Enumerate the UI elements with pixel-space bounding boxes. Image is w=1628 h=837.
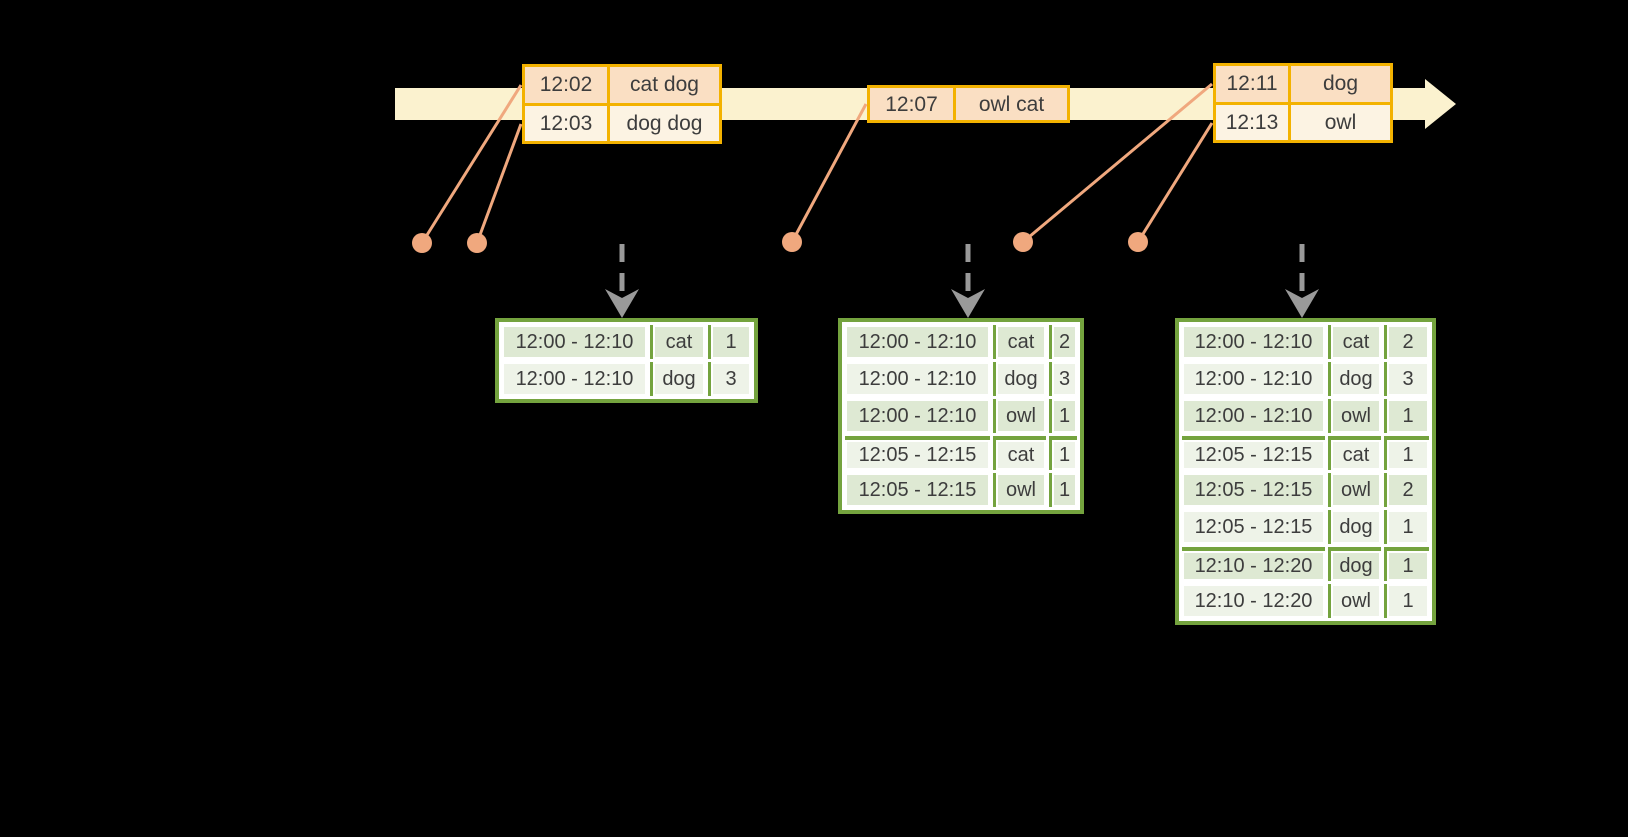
cell-window: 12:10 - 12:20 <box>1182 547 1325 581</box>
event-marker-dot <box>412 233 432 253</box>
event-marker-dot <box>1128 232 1148 252</box>
cell-window: 12:00 - 12:10 <box>1182 399 1325 433</box>
cell-count: 1 <box>1049 436 1077 470</box>
cell-word: cat <box>1328 325 1381 359</box>
trigger-arrowhead-icon <box>1285 289 1319 318</box>
cell-word: cat <box>993 325 1046 359</box>
cell-window: 12:00 - 12:10 <box>845 399 990 433</box>
cell-window: 12:05 - 12:15 <box>1182 510 1325 544</box>
event-words: dog dog <box>610 105 719 141</box>
cell-word: owl <box>1328 399 1381 433</box>
timeline-arrowhead-icon <box>1425 79 1456 129</box>
cell-word: cat <box>650 325 705 359</box>
event-box-2: 12:07 owl cat <box>867 85 1070 123</box>
cell-word: owl <box>1328 473 1381 507</box>
event-connector-line <box>1136 122 1214 243</box>
cell-count: 1 <box>1384 436 1429 470</box>
cell-window: 12:00 - 12:10 <box>1182 325 1325 359</box>
cell-count: 1 <box>1384 399 1429 433</box>
event-words: dog <box>1291 66 1390 102</box>
cell-window: 12:00 - 12:10 <box>1182 362 1325 396</box>
trigger-arrowhead-icon <box>605 289 639 318</box>
cell-count: 1 <box>1049 399 1077 433</box>
cell-window: 12:00 - 12:10 <box>845 325 990 359</box>
cell-window: 12:05 - 12:15 <box>1182 473 1325 507</box>
cell-window: 12:05 - 12:15 <box>1182 436 1325 470</box>
event-words: owl cat <box>956 88 1067 120</box>
cell-count: 1 <box>1384 584 1429 618</box>
cell-window: 12:05 - 12:15 <box>845 473 990 507</box>
cell-window: 12:00 - 12:10 <box>502 362 647 396</box>
event-time: 12:07 <box>870 88 953 120</box>
cell-word: owl <box>993 399 1046 433</box>
cell-word: cat <box>993 436 1046 470</box>
cell-word: dog <box>650 362 705 396</box>
cell-window: 12:10 - 12:20 <box>1182 584 1325 618</box>
cell-count: 3 <box>1049 362 1077 396</box>
event-box-3: 12:11 dog 12:13 owl <box>1213 63 1393 143</box>
event-time: 12:13 <box>1216 104 1288 140</box>
cell-window: 12:05 - 12:15 <box>845 436 990 470</box>
event-connector-line <box>475 123 523 244</box>
cell-count: 2 <box>1049 325 1077 359</box>
event-marker-dot <box>782 232 802 252</box>
cell-count: 1 <box>1049 473 1077 507</box>
event-connector-line <box>790 103 868 243</box>
cell-window: 12:00 - 12:10 <box>845 362 990 396</box>
cell-word: dog <box>993 362 1046 396</box>
cell-word: dog <box>1328 547 1381 581</box>
event-words: cat dog <box>610 67 719 103</box>
cell-count: 3 <box>708 362 751 396</box>
cell-word: owl <box>993 473 1046 507</box>
event-time: 12:02 <box>525 67 607 103</box>
cell-count: 1 <box>1384 510 1429 544</box>
cell-count: 1 <box>1384 547 1429 581</box>
cell-count: 1 <box>708 325 751 359</box>
event-time: 12:03 <box>525 105 607 141</box>
cell-count: 2 <box>1384 325 1429 359</box>
event-marker-dot <box>467 233 487 253</box>
cell-word: dog <box>1328 510 1381 544</box>
cell-word: cat <box>1328 436 1381 470</box>
cell-window: 12:00 - 12:10 <box>502 325 647 359</box>
cell-count: 3 <box>1384 362 1429 396</box>
event-box-1: 12:02 cat dog 12:03 dog dog <box>522 64 722 144</box>
cell-word: owl <box>1328 584 1381 618</box>
cell-count: 2 <box>1384 473 1429 507</box>
event-time: 12:11 <box>1216 66 1288 102</box>
event-marker-dot <box>1013 232 1033 252</box>
event-words: owl <box>1291 104 1390 140</box>
cell-word: dog <box>1328 362 1381 396</box>
trigger-arrowhead-icon <box>951 289 985 318</box>
